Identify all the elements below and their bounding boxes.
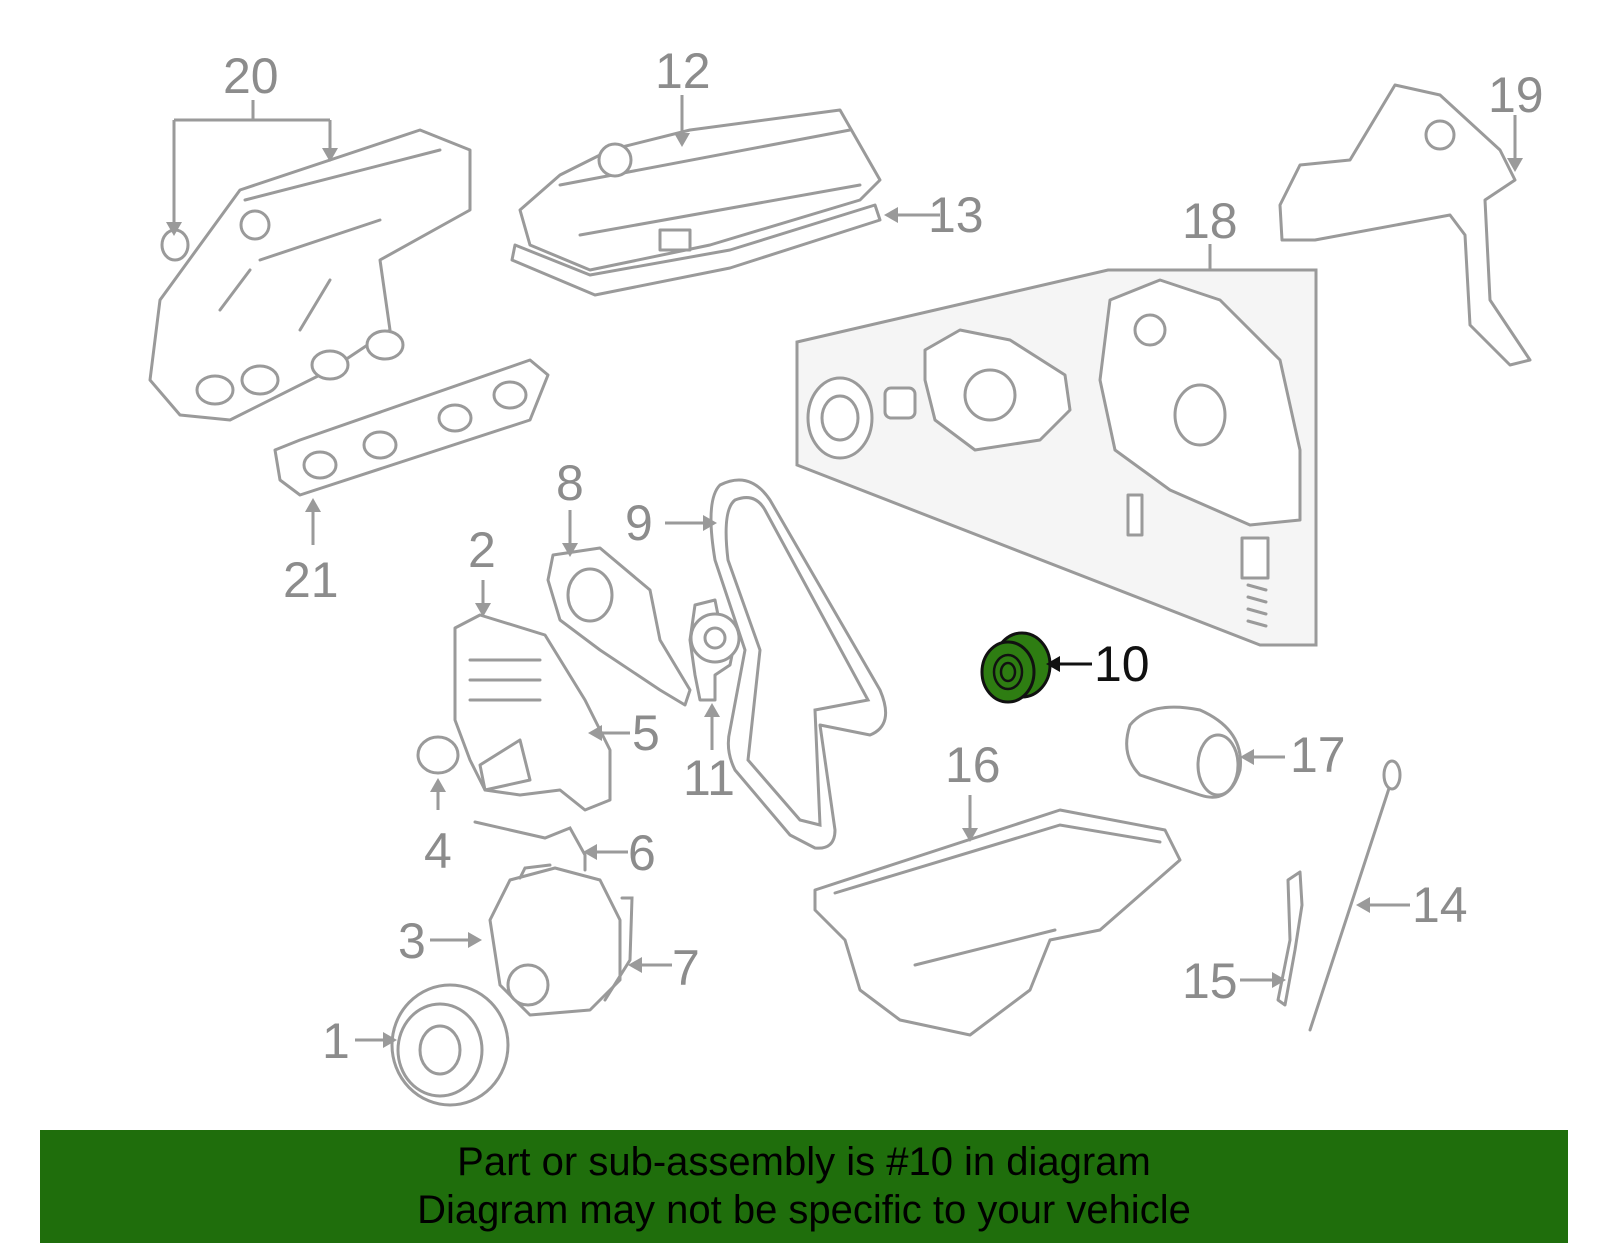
callout-19: 19 xyxy=(1488,67,1544,123)
callout-9: 9 xyxy=(625,495,653,551)
callout-labels: 20 12 13 18 19 21 8 9 2 5 11 4 6 3 7 1 1… xyxy=(223,43,1544,1069)
part-20-intake-manifold xyxy=(148,128,472,422)
callout-1: 1 xyxy=(322,1013,350,1069)
part-18-assembly-box xyxy=(795,268,1318,647)
part-10-idler-pulley xyxy=(980,631,1052,704)
callout-13: 13 xyxy=(928,187,984,243)
part-12-valve-cover xyxy=(510,108,882,297)
callout-10-highlighted: 10 xyxy=(1094,636,1150,692)
part-15-baffle xyxy=(1276,870,1304,1007)
callout-18: 18 xyxy=(1182,193,1238,249)
banner-line-part-number: Part or sub-assembly is #10 in diagram xyxy=(457,1140,1151,1184)
callout-14: 14 xyxy=(1412,877,1468,933)
part-17-oil-filter xyxy=(1125,705,1242,799)
part-21-manifold-gasket xyxy=(273,358,550,497)
banner-line-disclaimer: Diagram may not be specific to your vehi… xyxy=(417,1188,1191,1232)
part-3-oil-pump xyxy=(488,863,622,1017)
part-8-timing-cover xyxy=(546,546,692,707)
callout-12: 12 xyxy=(655,43,711,99)
callout-8: 8 xyxy=(556,455,584,511)
callout-15: 15 xyxy=(1182,953,1238,1009)
info-banner: Part or sub-assembly is #10 in diagram D… xyxy=(40,1130,1568,1243)
part-6-seal xyxy=(473,820,587,872)
callout-11: 11 xyxy=(683,750,735,806)
part-1-crank-pulley xyxy=(390,983,510,1107)
callout-16: 16 xyxy=(945,737,1001,793)
callout-3: 3 xyxy=(398,913,426,969)
part-14-dipstick xyxy=(1308,759,1402,1032)
part-16-oil-pan xyxy=(813,808,1182,1037)
part-9-timing-belt xyxy=(709,478,888,850)
callout-17: 17 xyxy=(1290,727,1346,783)
callout-2: 2 xyxy=(468,522,496,578)
part-19-gasket xyxy=(1278,83,1532,367)
part-2-timing-cover xyxy=(453,613,612,812)
callout-21: 21 xyxy=(283,552,339,608)
part-4-plug xyxy=(416,735,460,775)
callout-4: 4 xyxy=(424,823,452,879)
callout-7: 7 xyxy=(672,940,700,996)
callout-5: 5 xyxy=(632,705,660,761)
callout-20: 20 xyxy=(223,48,279,104)
part-7-gasket xyxy=(603,896,634,1002)
callout-6: 6 xyxy=(628,825,656,881)
part-11-tensioner xyxy=(688,598,741,702)
leader-lines xyxy=(166,95,1523,1048)
